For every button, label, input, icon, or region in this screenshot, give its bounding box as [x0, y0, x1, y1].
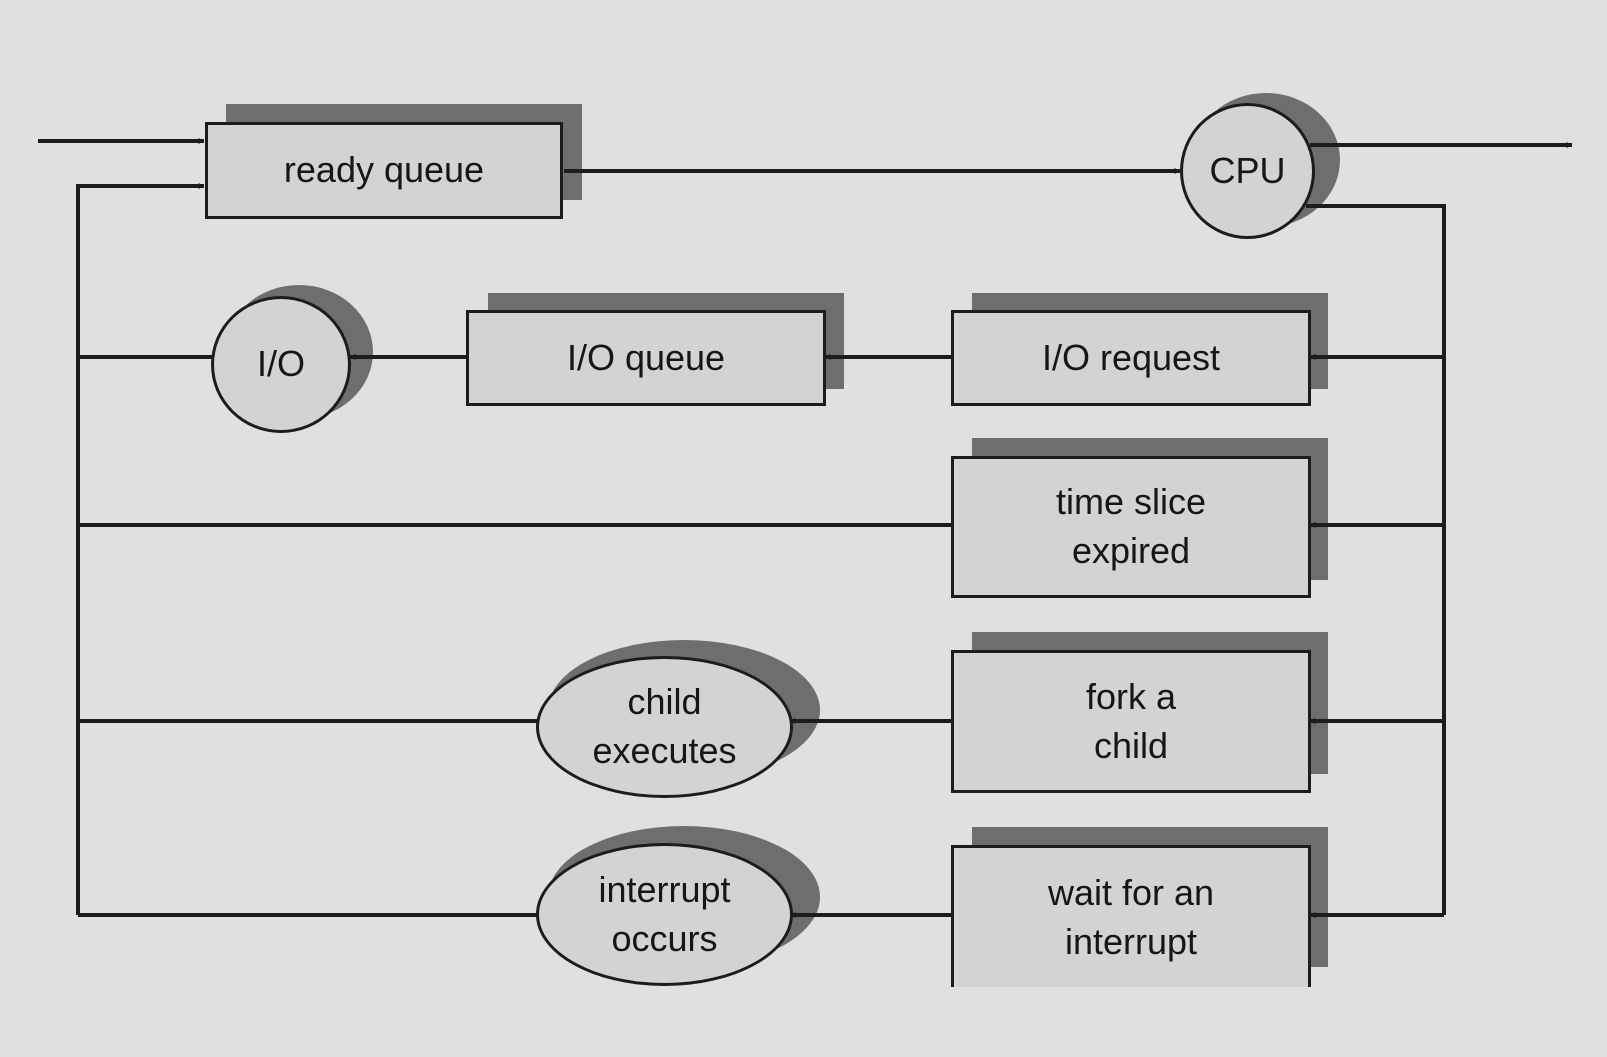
return-trunk	[76, 183, 205, 915]
child-executes-ellipse: child executes	[536, 656, 793, 798]
io-queue-box: I/O queue	[466, 310, 826, 406]
time-slice-expired-box: time slice expired	[951, 456, 1311, 598]
ready-queue-box: ready queue	[205, 122, 563, 219]
fork-a-child-box: fork a child	[951, 650, 1311, 793]
interrupt-occurs-ellipse: interrupt occurs	[536, 843, 793, 986]
cpu-dispatch-trunk	[1306, 204, 1446, 915]
io-circle: I/O	[211, 296, 351, 433]
cpu-circle: CPU	[1180, 103, 1315, 239]
wait-for-interrupt-box: wait for an interrupt	[951, 845, 1311, 987]
io-request-box: I/O request	[951, 310, 1311, 406]
